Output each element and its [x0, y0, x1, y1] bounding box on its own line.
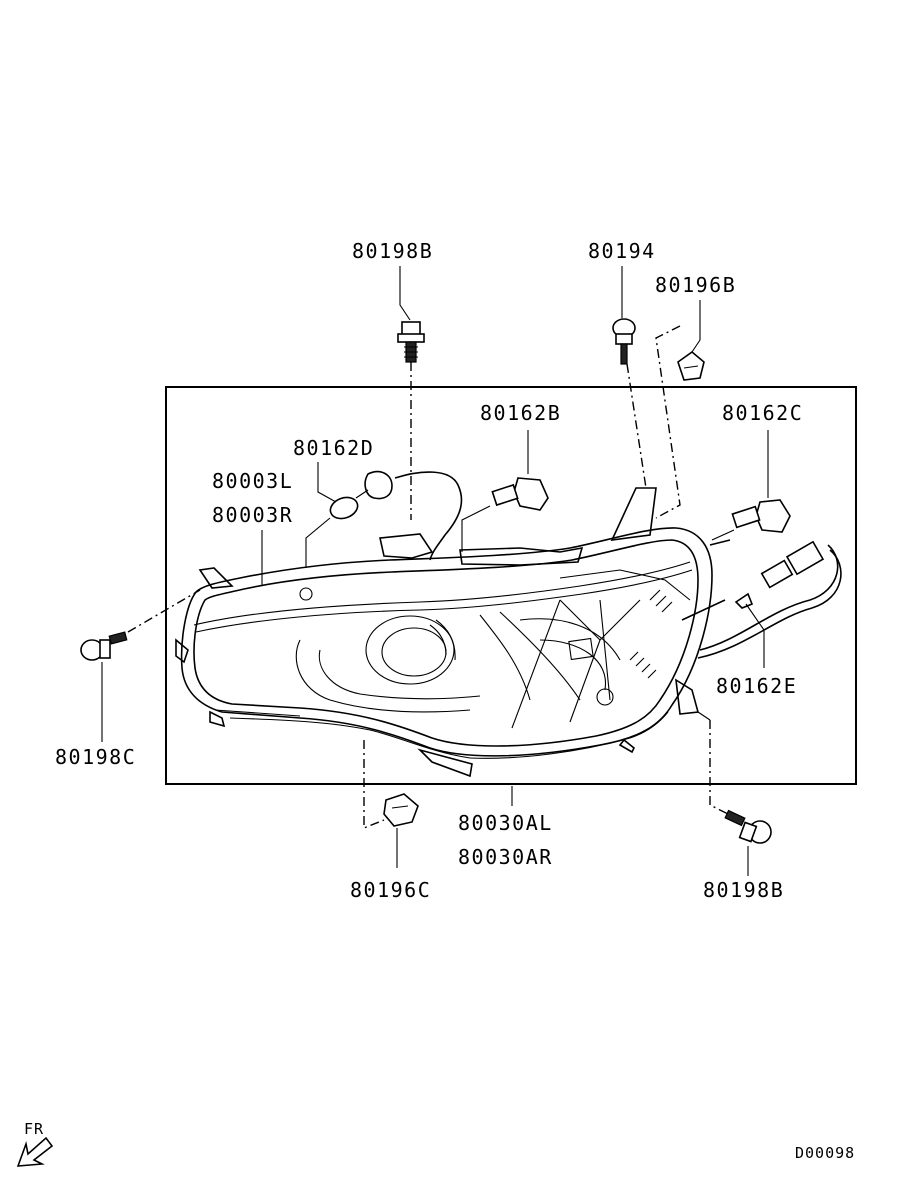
- direction-label: FR: [24, 1120, 44, 1138]
- bulb-80162b: [469, 477, 549, 517]
- label-80162b: 80162B: [480, 401, 561, 425]
- bolt-bottom-80198b: [724, 809, 772, 844]
- label-80162c: 80162C: [722, 401, 803, 425]
- label-80194: 80194: [588, 239, 656, 263]
- wiring-harness: [394, 471, 842, 659]
- label-80196b: 80196B: [655, 273, 736, 297]
- front-arrow-icon: [16, 1136, 54, 1167]
- bolt-top-80198b: [397, 321, 425, 363]
- label-80030ar: 80030AR: [458, 845, 553, 869]
- label-80198b-top: 80198B: [352, 239, 433, 263]
- leader-lines: [101, 266, 769, 876]
- label-80003l: 80003L: [212, 469, 293, 493]
- label-80030al: 80030AL: [458, 811, 553, 835]
- diagram-code: D00098: [795, 1144, 855, 1162]
- part-labels: 80198B 80194 80196B 80162B 80162C 80162D…: [55, 239, 803, 902]
- bulb-80162d: [329, 470, 393, 520]
- assembly-frame: [165, 386, 857, 785]
- front-direction-indicator: FR: [16, 1120, 54, 1167]
- bulb-80162c: [731, 499, 791, 533]
- label-80003r: 80003R: [212, 503, 293, 527]
- label-80198b-bottom: 80198B: [703, 878, 784, 902]
- bulb-80162e: [734, 540, 825, 609]
- screw-80194: [612, 318, 636, 365]
- label-80162e: 80162E: [716, 674, 797, 698]
- clip-80196b: [677, 350, 705, 381]
- label-80162d: 80162D: [293, 436, 374, 460]
- label-80196c: 80196C: [350, 878, 431, 902]
- clip-80196c: [383, 793, 419, 827]
- bolt-left-80198c: [80, 631, 128, 661]
- label-80198c: 80198C: [55, 745, 136, 769]
- headlamp-assembly: [175, 487, 713, 778]
